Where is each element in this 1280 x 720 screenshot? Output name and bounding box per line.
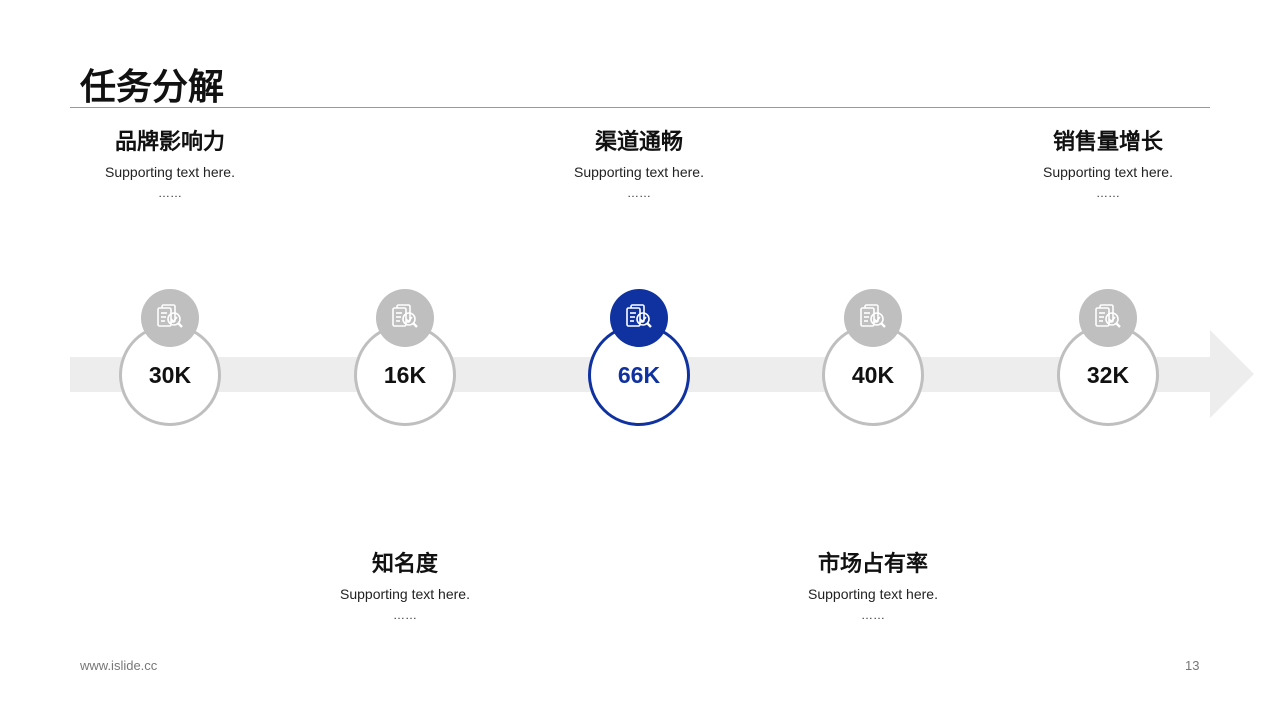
node-label: 销售量增长 Supporting text here. ……	[988, 124, 1228, 200]
node-value: 30K	[148, 361, 192, 388]
node-supporting-text: Supporting text here.	[1043, 164, 1173, 180]
node-label: 品牌影响力 Supporting text here. ……	[50, 124, 290, 200]
value-circle: 40K	[822, 324, 924, 426]
node-supporting-text: Supporting text here.	[574, 164, 704, 180]
node-ellipsis: ……	[627, 186, 651, 200]
title-divider	[70, 107, 1210, 108]
node-ellipsis: ……	[861, 608, 885, 622]
node-heading: 知名度	[371, 551, 438, 576]
node-label: 渠道通畅 Supporting text here. ……	[519, 124, 759, 200]
node-ellipsis: ……	[393, 608, 417, 622]
page-number: 13	[1185, 658, 1200, 673]
node-value: 16K	[383, 361, 427, 388]
node-supporting-text: Supporting text here.	[808, 586, 938, 602]
node-label: 知名度 Supporting text here. ……	[285, 546, 525, 622]
node-value: 66K	[617, 361, 661, 388]
clipboard-search-icon	[1079, 289, 1137, 347]
node-heading: 品牌影响力	[114, 129, 225, 154]
node-heading: 销售量增长	[1052, 129, 1163, 154]
node-value: 32K	[1086, 361, 1130, 388]
node-supporting-text: Supporting text here.	[340, 586, 470, 602]
clipboard-search-icon	[376, 289, 434, 347]
page-title: 任务分解	[80, 66, 225, 107]
node-supporting-text: Supporting text here.	[105, 164, 235, 180]
node-heading: 渠道通畅	[594, 129, 683, 154]
clipboard-search-icon	[141, 289, 199, 347]
footer-url: www.islide.cc	[80, 658, 158, 673]
node-value: 40K	[851, 361, 895, 388]
node-ellipsis: ……	[1096, 186, 1120, 200]
value-circle: 30K	[119, 324, 221, 426]
value-circle: 16K	[354, 324, 456, 426]
clipboard-search-icon	[844, 289, 902, 347]
node-label: 市场占有率 Supporting text here. ……	[753, 546, 993, 622]
node-heading: 市场占有率	[817, 551, 928, 576]
clipboard-search-icon	[610, 289, 668, 347]
node-ellipsis: ……	[158, 186, 182, 200]
